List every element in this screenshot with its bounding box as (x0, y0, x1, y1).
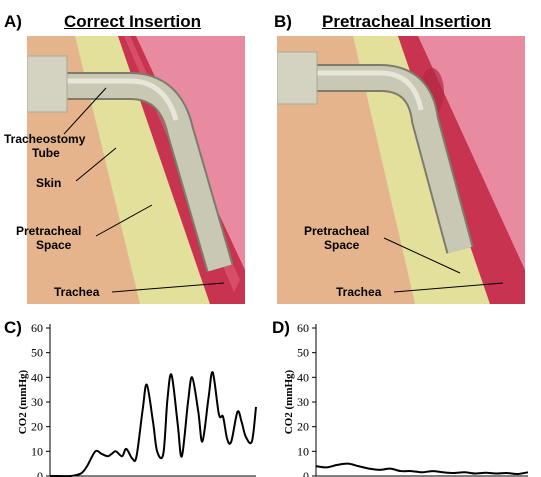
panel-d-letter: D) (272, 318, 290, 337)
label-tube: Tube (32, 146, 60, 160)
y-tick-label: 0 (37, 469, 43, 477)
label-pretracheal-b: Pretracheal (304, 224, 370, 238)
label-trachea: Trachea (54, 285, 100, 299)
panel-b-letter: B) (274, 12, 292, 31)
co2-series-line (315, 462, 529, 476)
anatomy-a (27, 36, 245, 304)
pretracheal-space (75, 36, 210, 304)
label-trachea-b: Trachea (336, 285, 382, 299)
y-tick-label: 50 (31, 346, 43, 360)
y-tick-label: 30 (31, 395, 43, 409)
y-tick-label: 40 (297, 370, 309, 384)
pointer-line (95, 204, 153, 237)
y-axis-label: CO2 (mmHg) (283, 369, 295, 434)
y-tick-label: 30 (297, 395, 309, 409)
y-tick-label: 0 (303, 469, 309, 477)
y-tick-label: 20 (31, 420, 43, 434)
panel-c-letter: C) (4, 318, 22, 337)
y-tick-label: 40 (31, 370, 43, 384)
y-tick-label: 60 (31, 321, 43, 335)
label-space: Space (36, 238, 72, 252)
panel-b-title: Pretracheal Insertion (322, 12, 492, 31)
y-tick-label: 20 (297, 420, 309, 434)
y-tick-label: 60 (297, 321, 309, 335)
label-pretracheal: Pretracheal (16, 224, 82, 238)
pointer-line (393, 282, 504, 293)
pointer-line (75, 147, 117, 182)
co2-series-line (49, 371, 257, 477)
pointer-line (111, 282, 225, 293)
y-tick-label: 10 (31, 444, 43, 458)
y-axis-label: CO2 (mmHg) (17, 369, 29, 434)
pointer-line (383, 237, 461, 274)
pointer-line (63, 87, 107, 135)
y-tick-label: 50 (297, 346, 309, 360)
label-space-b: Space (324, 238, 360, 252)
anatomy-b (277, 36, 525, 304)
label-skin: Skin (36, 176, 62, 190)
panel-a-title: Correct Insertion (64, 12, 201, 31)
tube-flange (27, 55, 68, 113)
tube-flange (277, 51, 318, 105)
label-tracheostomy: Tracheostomy (4, 132, 86, 146)
panel-a-letter: A) (4, 12, 22, 31)
y-tick-label: 10 (297, 444, 309, 458)
